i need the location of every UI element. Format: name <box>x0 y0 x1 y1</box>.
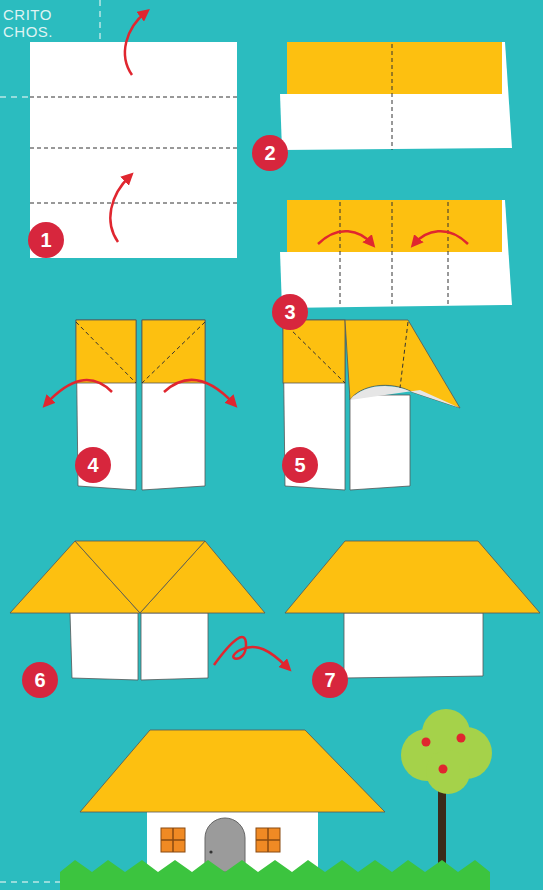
callout-number: 6 <box>22 670 58 690</box>
callout-number: 1 <box>28 230 64 250</box>
note-text: CHOS. <box>3 24 53 39</box>
callout-number: 4 <box>75 455 111 475</box>
step-3-paper <box>280 200 512 308</box>
step-6-paper <box>10 541 288 680</box>
finished-house <box>60 709 492 890</box>
step-1-paper <box>30 12 237 258</box>
note-text: CRITO <box>3 7 52 22</box>
callout-number: 7 <box>312 670 348 690</box>
step-2-paper <box>280 42 512 150</box>
callout-circle <box>22 135 348 698</box>
step-7-paper <box>285 541 540 678</box>
step-4-paper <box>46 320 234 490</box>
callout-number: 3 <box>272 302 308 322</box>
callout-number: 5 <box>282 455 318 475</box>
callout-number: 2 <box>252 143 288 163</box>
step-5-paper <box>283 320 460 490</box>
